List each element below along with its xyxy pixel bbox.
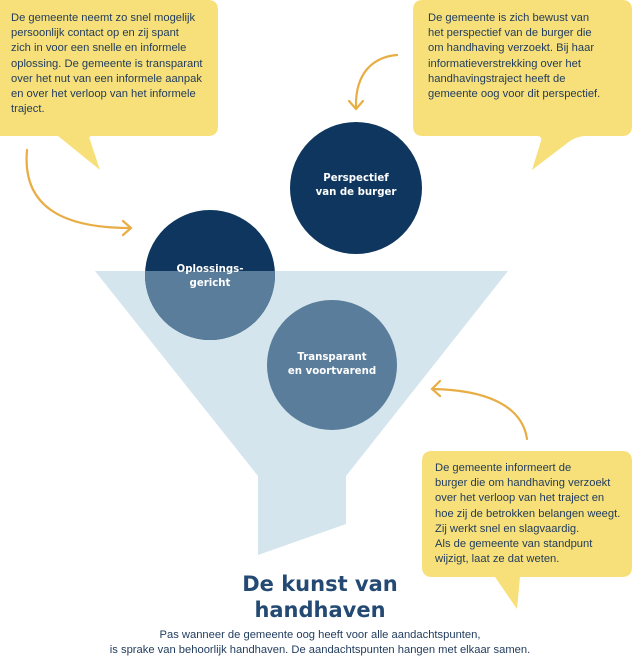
circle-label-line: en voortvarend [287, 366, 377, 377]
text-line: De gemeente neemt zo snel mogelijk [11, 12, 196, 24]
text-line: handhavingstraject heeft de [428, 72, 566, 85]
text-line: gemeente oog voor dit perspectief. [428, 88, 601, 101]
diagram-title: De kunst van handhaven [170, 571, 470, 623]
circle-perspectief [290, 122, 422, 254]
text-line: over het nut van een informele aanpak [11, 72, 202, 85]
circle-label-line: Perspectief [323, 173, 389, 184]
circle-label-transparant: Transparant en voortvarend [272, 351, 392, 379]
bubble-text-informal-approach: De gemeente neemt zo snel mogelijk perso… [11, 11, 203, 117]
arrow-top-left [25, 148, 133, 237]
bubble-text-transparent-proactive: De gemeente informeert de burger die om … [435, 461, 620, 567]
text-line: zich in voor een snelle en informele [11, 42, 187, 55]
circle-label-line: van de burger [315, 187, 397, 198]
speech-bubble-top-left [0, 0, 218, 170]
circle-transparant [267, 300, 397, 430]
text-line: persoonlijk contact op en zij spant [11, 27, 179, 40]
title-line: De kunst van [242, 572, 398, 596]
subtitle-line: Pas wanneer de gemeente oog heeft voor a… [159, 629, 481, 641]
text-line: het perspectief van de burger die [428, 27, 592, 40]
circle-label-line: gericht [189, 278, 231, 289]
circle-label-oplossingsgericht: Oplossings- gericht [150, 263, 270, 291]
title-line: handhaven [254, 598, 386, 622]
speech-bubble-top-right [413, 0, 632, 170]
circle-label-perspectief: Perspectief van de burger [296, 172, 416, 200]
text-line: traject. [11, 103, 45, 116]
text-line: oplossing. De gemeente is transparant [11, 57, 203, 70]
text-line: De gemeente is zich bewust van [428, 12, 590, 24]
circle-label-line: Transparant [297, 352, 367, 363]
text-line: om handhaving verzoekt. Bij haar [428, 42, 595, 55]
circle-label-line: Oplossings- [176, 264, 244, 275]
arrow-top-right [347, 53, 399, 111]
text-line: en over het verloop van het informele [11, 88, 196, 101]
text-line: De gemeente informeert de [435, 462, 572, 474]
text-line: over het verloop van het traject en [435, 492, 605, 505]
text-line: hoe zij de betrokken belangen weegt. [435, 507, 621, 520]
text-line: wijzigt, laat ze dat weten. [435, 553, 560, 566]
text-line: burger die om handhaving verzoekt [435, 477, 611, 490]
text-line: informatieverstrekking over het [428, 57, 581, 70]
diagram-subtitle: Pas wanneer de gemeente oog heeft voor a… [60, 628, 580, 658]
arrow-bottom-right [430, 379, 529, 441]
text-line: Zij werkt snel en slagvaardig. [435, 522, 580, 535]
circle-oplossingsgericht-overlap [145, 271, 275, 340]
bubble-text-citizen-perspective: De gemeente is zich bewust van het persp… [428, 11, 600, 102]
text-line: Als de gemeente van standpunt [435, 538, 593, 551]
subtitle-line: is sprake van behoorlijk handhaven. De a… [109, 644, 531, 656]
speech-bubble-bottom-right [422, 451, 632, 609]
